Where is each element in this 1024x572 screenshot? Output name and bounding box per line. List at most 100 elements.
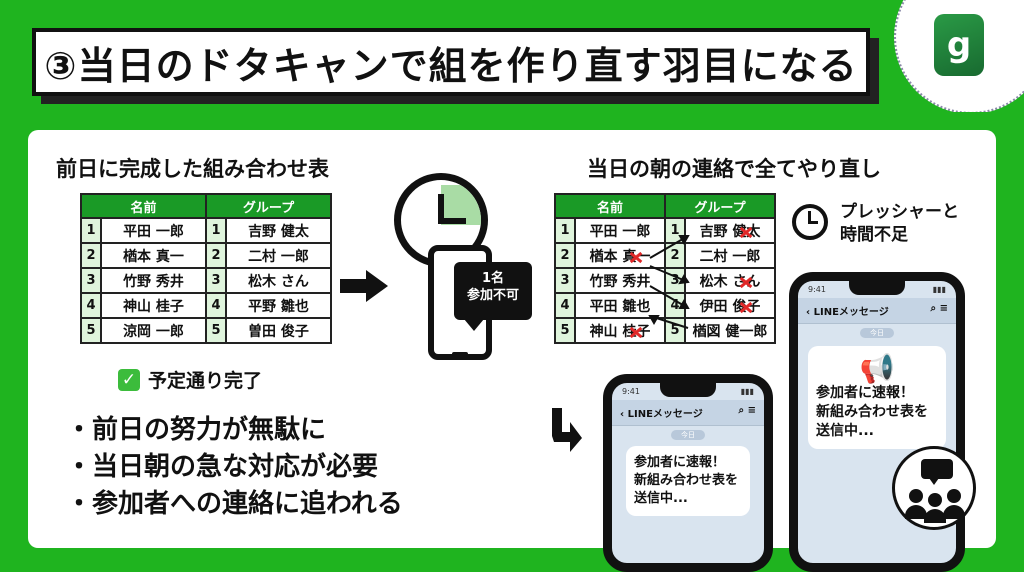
column-header-group: グループ [205,193,332,219]
group-member: 伊田 俊子 [684,292,776,319]
clock-hand [438,218,466,224]
member-name: 平田 雛也 [574,292,666,319]
person-body [905,505,927,519]
person-icon [928,493,942,507]
clock-hand [438,194,444,224]
row-number: 5 [80,317,102,344]
message-line: 送信中... [816,423,874,439]
arrowhead [648,315,660,326]
pressure-note: プレッシャーと 時間不足 [840,201,959,247]
status-bar: 9:41▮▮▮ [798,281,956,298]
row-number: 3 [80,267,102,294]
member-name: 竹野 秀井 [574,267,666,294]
member-name: 涼岡 一郎 [100,317,207,344]
chat-header: ‹ LINEメッセージ ⌕ ≡ [798,298,956,324]
group-number: 4 [205,292,227,319]
group-number: 2 [205,242,227,269]
clock-small-icon [792,204,828,240]
name-part: 神山 [589,323,618,340]
group-member: 吉野 健太 [225,217,332,244]
app-logo-icon[interactable]: g [934,14,984,76]
logo-letter: g [946,25,972,65]
chat-title[interactable]: ‹ LINEメッセージ [620,409,703,420]
member-name: 平田 一郎 [574,217,666,244]
phone-notch [849,281,905,295]
search-icon[interactable]: ⌕ ≡ [930,303,948,314]
speech-bubble-icon [921,459,953,485]
group-people-icon [892,446,976,530]
row-number: 4 [554,292,576,319]
pressure-line-2: 時間不足 [840,225,908,245]
curved-arrow-icon [552,408,582,452]
right-arrow-icon [340,270,388,302]
app-name: LINEメッセージ [813,307,889,318]
group-member: 二村 一郎 [684,242,776,269]
group-member: 平野 雛也 [225,292,332,319]
name-part: 吉野 [699,223,728,240]
date-chip: 今日 [860,328,894,338]
message-line: 新組み合わせ表を [816,404,928,420]
name-part: 松木 [699,273,728,290]
logo-area: g [880,0,1024,112]
member-name: 神山 桂子 [100,292,207,319]
arrowhead [678,235,690,246]
group-number: 3 [205,267,227,294]
signal-icon: ▮▮▮ [932,285,946,294]
group-number: 5 [664,317,686,344]
swap-arrows [648,235,690,329]
arrowhead [678,298,690,309]
person-icon [947,489,961,503]
member-name: 竹野 秀井 [100,267,207,294]
page-title: ③当日のドタキャンで組を作り直す羽目になる [44,43,858,88]
search-icon[interactable]: ⌕ ≡ [738,405,756,416]
table-header-row: 名前 グループ [554,193,776,219]
notice-line-1: 1名 [481,271,505,286]
row-number: 4 [80,292,102,319]
date-chip: 今日 [671,430,705,440]
arrowhead [678,274,690,285]
completion-label: 予定通り完了 [148,370,263,392]
row-number: 2 [554,242,576,269]
right-heading: 当日の朝の連絡で全てやり直し [587,157,881,181]
small-phone-mockup: 9:41▮▮▮ ‹ LINEメッセージ ⌕ ≡ 今日 参加者に速報！ 新組み合わせ… [603,374,773,572]
completion-status: ✓ 予定通り完了 [118,366,262,393]
crossed-out-name: 真一 [622,246,650,266]
message-line: 送信中... [634,491,688,506]
group-member: 楢図 健一郎 [684,317,776,344]
name-part: 伊田 [699,298,728,315]
list-item: 参加者への連絡に追われる [66,486,403,523]
person-body [943,505,965,519]
column-header-name: 名前 [554,193,666,219]
chat-message: 📢 参加者に速報！ 新組み合わせ表を 送信中... [808,346,946,449]
group-member: 松木 さん [225,267,332,294]
group-number: 1 [205,217,227,244]
group-number: 5 [205,317,227,344]
left-heading: 前日に完成した組み合わせ表 [56,157,329,181]
chat-title[interactable]: ‹ LINEメッセージ [806,307,889,318]
column-header-group: グループ [664,193,776,219]
cancellation-notice: 1名 参加不可 [454,262,532,331]
status-bar: 9:41▮▮▮ [612,383,764,400]
app-name: LINEメッセージ [627,409,703,420]
message-line: 参加者に速報！ [634,455,726,470]
crossed-out-name: さん [732,271,760,291]
row-number: 3 [554,267,576,294]
chat-header: ‹ LINEメッセージ ⌕ ≡ [612,400,764,426]
crossed-out-name: 俊子 [732,296,760,316]
group-number: 2 [664,242,686,269]
member-name: 楢本 真一 [100,242,207,269]
problem-list: 前日の努力が無駄に 当日朝の急な対応が必要 参加者への連絡に追われる [66,412,403,523]
group-member: 吉野 健太 [684,217,776,244]
member-name: 平田 一郎 [100,217,207,244]
member-name: 神山 桂子 [574,317,666,344]
message-line: 新組み合わせ表を [634,473,739,488]
